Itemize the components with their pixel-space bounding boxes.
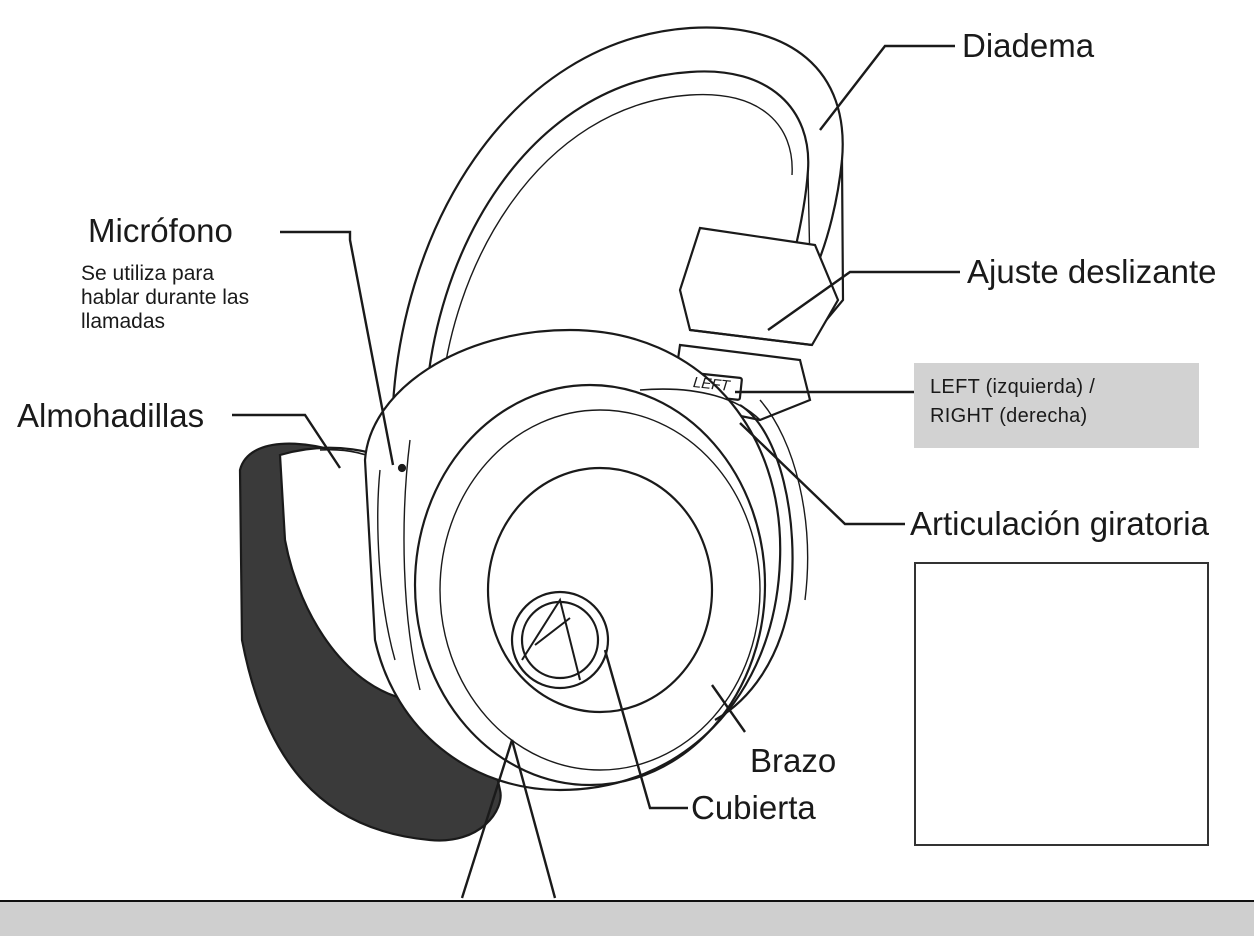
leader-articulacion [739,422,905,526]
arm-shape [639,388,809,721]
leader-diadema [819,44,955,131]
label-diadema: Diadema [962,27,1095,64]
mic-desc-line-3: llamadas [81,310,166,333]
leader-bottom-left [460,739,514,899]
leader-ajuste [767,270,960,331]
label-ajuste-deslizante: Ajuste deslizante [967,253,1217,290]
label-almohadillas: Almohadillas [17,397,205,434]
rotation-inset-frame [914,562,1209,846]
leader-brazo [711,684,746,733]
bottom-caption-band [0,900,1254,936]
headphone-illustration [238,26,845,842]
leader-lines [232,44,960,899]
left-right-line-1: LEFT (izquierda) / [930,376,1096,398]
mic-desc-line-2: hablar durante las [81,286,250,309]
left-right-line-2: RIGHT (derecha) [930,405,1088,427]
earcup-shape [363,328,782,792]
headband-shape [390,26,845,431]
label-brazo: Brazo [750,742,837,779]
label-microfono-description: Se utiliza para hablar durante las llama… [81,262,321,334]
label-cubierta: Cubierta [691,789,816,826]
leader-bottom-right [510,739,557,899]
label-left-right-box: LEFT (izquierda) / RIGHT (derecha) [914,363,1199,448]
leader-microfono [280,230,395,466]
leader-cubierta [603,649,688,810]
label-microfono: Micrófono [88,212,233,249]
leader-almohadillas [232,413,342,469]
label-articulacion-giratoria: Articulación giratoria [910,505,1209,542]
mic-desc-line-1: Se utiliza para [81,262,215,285]
